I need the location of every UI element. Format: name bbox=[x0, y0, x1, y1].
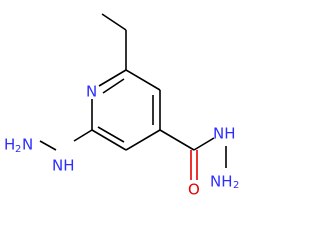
atom-hydrazine-nh2: H 2 N bbox=[4, 136, 33, 156]
atom-carbonyl-o: O bbox=[188, 181, 200, 199]
bond-n1-c2-inner bbox=[102, 78, 125, 94]
atom-ring-n: N bbox=[86, 83, 97, 101]
bond-c2-c3 bbox=[125, 69, 161, 91]
svg-text:H: H bbox=[4, 136, 15, 154]
svg-text:NH: NH bbox=[210, 173, 233, 191]
bond-nh-nh2 bbox=[39, 140, 57, 151]
atom-amide-nh: NH bbox=[213, 125, 236, 143]
svg-text:N: N bbox=[22, 136, 33, 154]
bond-n1-c2 bbox=[98, 69, 127, 87]
atom-amide-nh2: NH 2 bbox=[210, 173, 239, 192]
bond-c6-nh bbox=[73, 129, 93, 142]
svg-text:2: 2 bbox=[233, 180, 239, 191]
bond-carbonyl-nh bbox=[193, 137, 215, 151]
bond-c5-c6-inner bbox=[97, 126, 125, 143]
bond-c4-carbonyl bbox=[159, 129, 195, 151]
bond-c4-c5 bbox=[125, 129, 161, 151]
bond-c5-c6 bbox=[91, 129, 127, 151]
molecule-structure: N NH H 2 N O NH NH 2 bbox=[4, 13, 239, 199]
atom-hydrazine-nh: NH bbox=[52, 157, 75, 175]
bond-ethyl-ch3-ch2 bbox=[101, 13, 127, 31]
svg-text:2: 2 bbox=[15, 144, 21, 155]
